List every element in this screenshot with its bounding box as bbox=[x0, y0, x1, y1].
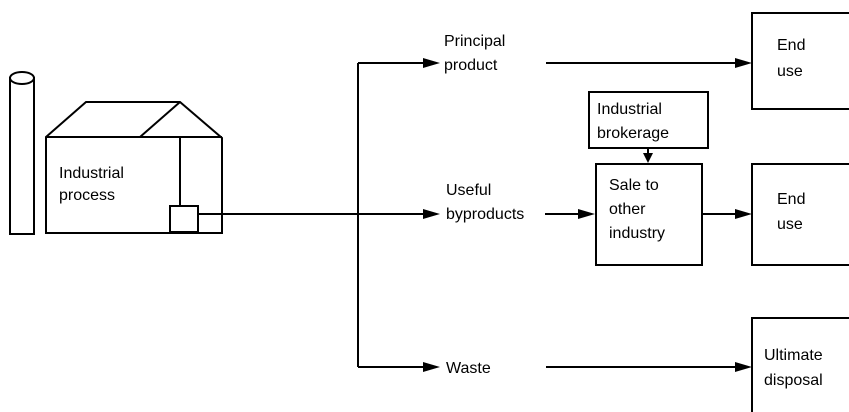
chimney-top bbox=[9, 71, 35, 85]
factory-door bbox=[169, 205, 199, 233]
principal-product-label: Principal product bbox=[444, 33, 510, 74]
end-use-top-label: End use bbox=[777, 37, 810, 80]
box-end-use-mid: End use bbox=[751, 163, 849, 266]
factory-label-line-2: process bbox=[59, 187, 115, 204]
box-sale-to-other-industry: Sale to other industry bbox=[595, 163, 703, 266]
arrowhead-waste bbox=[423, 362, 440, 372]
sale-line-3: industry bbox=[609, 225, 665, 242]
roof-gable bbox=[139, 101, 181, 138]
box-end-use-top: End use bbox=[751, 12, 849, 110]
sale-line-1: Sale to bbox=[609, 177, 659, 194]
connectors bbox=[198, 58, 752, 372]
end-use-top-line-2: use bbox=[777, 63, 803, 80]
arrowhead-end-use-top bbox=[735, 58, 752, 68]
useful-byproducts-label: Useful byproducts bbox=[446, 182, 524, 223]
arrowhead-disposal bbox=[735, 362, 752, 372]
byproducts-label-line-1: Useful bbox=[446, 182, 491, 199]
brokerage-line-2: brokerage bbox=[597, 125, 669, 142]
chimney bbox=[9, 77, 35, 235]
box-industrial-brokerage: Industrial brokerage bbox=[588, 91, 709, 149]
end-use-top-line-1: End bbox=[777, 37, 805, 54]
sale-box-outline bbox=[595, 163, 703, 266]
sale-line-2: other bbox=[609, 201, 646, 218]
factory-label: Industrial process bbox=[59, 165, 128, 204]
brokerage-box-outline bbox=[588, 91, 709, 149]
end-use-mid-line-2: use bbox=[777, 216, 803, 233]
box-ultimate-disposal: Ultimate disposal bbox=[751, 317, 849, 412]
disposal-label: Ultimate disposal bbox=[764, 347, 827, 389]
factory: Industrial process bbox=[9, 71, 223, 235]
principal-label-line-2: product bbox=[444, 57, 498, 74]
principal-label-line-1: Principal bbox=[444, 33, 505, 50]
arrowhead-byproducts bbox=[423, 209, 440, 219]
brokerage-label: Industrial brokerage bbox=[597, 101, 669, 142]
arrowhead-brokerage bbox=[643, 153, 653, 163]
byproducts-label-line-2: byproducts bbox=[446, 206, 524, 223]
waste-label: Waste bbox=[446, 360, 491, 377]
factory-label-line-1: Industrial bbox=[59, 165, 124, 182]
brokerage-line-1: Industrial bbox=[597, 101, 662, 118]
arrowhead-principal bbox=[423, 58, 440, 68]
arrowhead-end-use-mid bbox=[735, 209, 752, 219]
end-use-top-outline bbox=[751, 12, 849, 110]
end-use-mid-label: End use bbox=[777, 191, 810, 233]
arrowhead-sale bbox=[578, 209, 595, 219]
end-use-mid-line-1: End bbox=[777, 191, 805, 208]
sale-label: Sale to other industry bbox=[609, 177, 665, 242]
disposal-outline bbox=[751, 317, 849, 412]
disposal-line-2: disposal bbox=[764, 372, 823, 389]
end-use-mid-outline bbox=[751, 163, 849, 266]
disposal-line-1: Ultimate bbox=[764, 347, 823, 364]
